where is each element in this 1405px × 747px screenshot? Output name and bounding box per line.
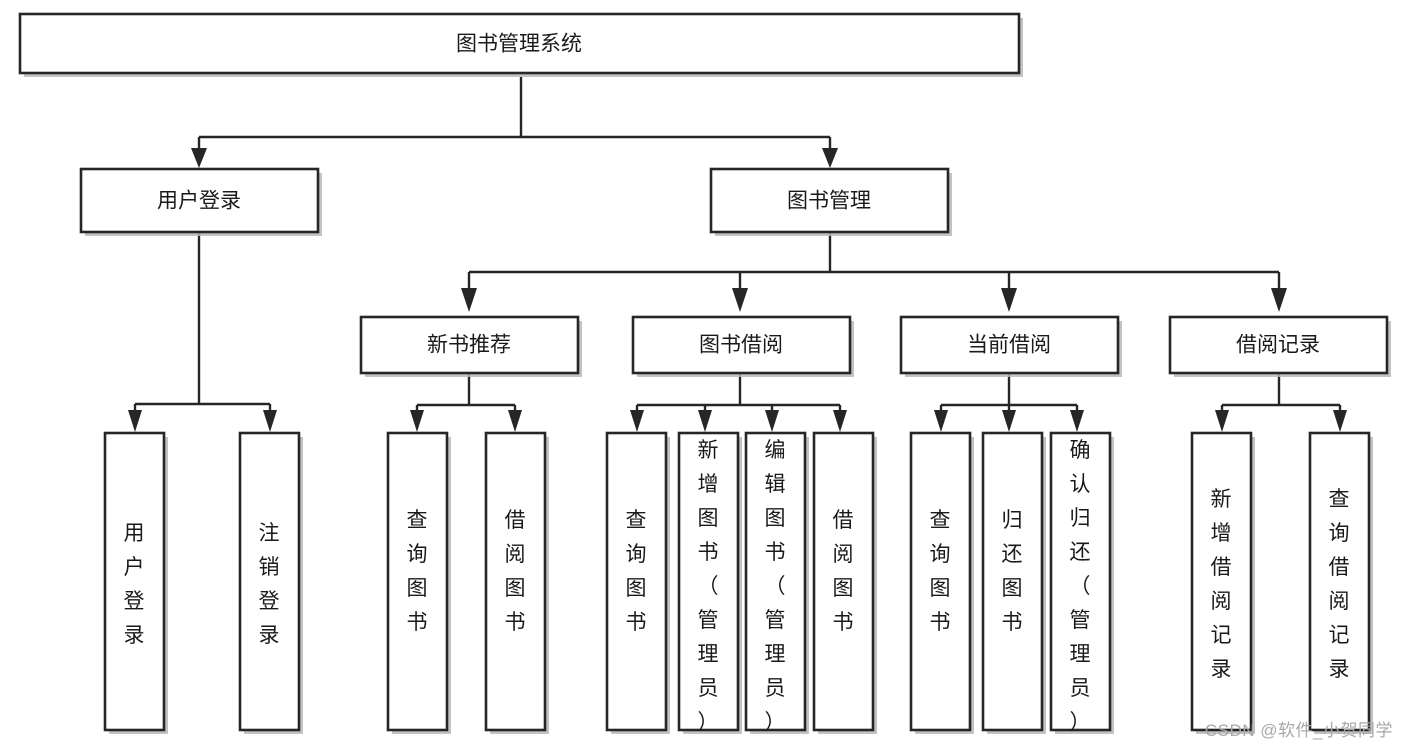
leaf-query-book-3-label: 查询图书 <box>930 509 951 634</box>
leaf-logout-rect <box>238 431 301 732</box>
node-borrow-record[interactable]: 借阅记录 <box>1168 315 1391 377</box>
leaf-query-record-label: 查询借阅记录 <box>1329 488 1350 681</box>
node-new-book-recommend-label: 新书推荐 <box>427 334 511 357</box>
node-book-management[interactable]: 图书管理 <box>709 167 952 236</box>
arrowhead-leaf-add-book <box>698 410 712 432</box>
leaf-user-login-label: 用户登录 <box>124 522 145 647</box>
leaf-borrow-book-2-rect <box>812 431 875 732</box>
arrowhead-current <box>1001 288 1017 312</box>
arrowhead-leaf-borrow-book-1 <box>508 410 522 432</box>
leaf-user-login-rect <box>103 431 166 732</box>
leaf-query-book-2-label: 查询图书 <box>626 509 647 634</box>
leaf-query-book-1[interactable]: 查询图书 <box>386 431 451 734</box>
arrowhead-leaf-query-book-2 <box>630 410 644 432</box>
leaf-query-record[interactable]: 查询借阅记录 <box>1308 431 1373 734</box>
leaf-query-book-2-rect <box>605 431 668 732</box>
node-current-borrow-rect <box>899 315 1120 375</box>
arrowhead-book-mgmt <box>822 148 838 168</box>
leaf-query-record-rect <box>1308 431 1371 732</box>
leaf-edit-book-label: 编辑图书（管理员） <box>765 439 786 734</box>
node-book-borrow[interactable]: 图书借阅 <box>631 315 854 377</box>
leaf-borrow-book-2[interactable]: 借阅图书 <box>812 431 877 734</box>
node-book-management-rect <box>709 167 950 234</box>
leaf-user-login[interactable]: 用户登录 <box>103 431 168 734</box>
arrowhead-leaf-user-login <box>128 410 142 432</box>
leaf-add-record-rect <box>1190 431 1253 732</box>
arrowhead-leaf-return-book <box>1002 410 1016 432</box>
arrowhead-leaf-edit-book <box>765 410 779 432</box>
leaf-return-book[interactable]: 归还图书 <box>981 431 1046 734</box>
leaf-query-book-3[interactable]: 查询图书 <box>909 431 974 734</box>
arrowhead-borrow <box>732 288 748 312</box>
leaf-borrow-book-1-label: 借阅图书 <box>505 509 526 634</box>
leaf-return-book-rect <box>981 431 1044 732</box>
arrowhead-leaf-query-book-1 <box>410 410 424 432</box>
node-book-borrow-rect <box>631 315 852 375</box>
node-borrow-record-rect <box>1168 315 1389 375</box>
leaf-add-record[interactable]: 新增借阅记录 <box>1190 431 1255 734</box>
leaf-add-book-rect <box>677 431 740 732</box>
node-root[interactable]: 图书管理系统 <box>18 12 1023 77</box>
node-root-label: 图书管理系统 <box>456 33 582 56</box>
leaf-add-record-label: 新增借阅记录 <box>1211 488 1232 681</box>
arrowhead-record <box>1271 288 1287 312</box>
arrowhead-leaf-borrow-book-2 <box>833 410 847 432</box>
leaf-logout[interactable]: 注销登录 <box>238 431 303 734</box>
node-current-borrow-label: 当前借阅 <box>967 334 1051 357</box>
node-book-management-label: 图书管理 <box>787 190 871 213</box>
node-new-book-recommend[interactable]: 新书推荐 <box>359 315 582 377</box>
arrowhead-leaf-query-record <box>1333 410 1347 432</box>
node-user-login[interactable]: 用户登录 <box>79 167 322 236</box>
arrowhead-leaf-add-record <box>1215 410 1229 432</box>
leaf-edit-book[interactable]: 编辑图书（管理员） <box>744 431 809 734</box>
arrowhead-new-book <box>461 288 477 312</box>
arrowhead-leaf-query-book-3 <box>934 410 948 432</box>
node-user-login-rect <box>79 167 320 234</box>
arrowhead-user-login <box>191 148 207 168</box>
arrowhead-leaf-logout <box>263 410 277 432</box>
leaf-confirm-return-rect <box>1049 431 1112 732</box>
node-user-login-label: 用户登录 <box>157 190 241 213</box>
leaf-logout-label: 注销登录 <box>259 522 280 647</box>
node-book-borrow-label: 图书借阅 <box>699 334 783 357</box>
leaf-confirm-return[interactable]: 确认归还（管理员） <box>1049 431 1114 734</box>
leaf-borrow-book-2-label: 借阅图书 <box>833 509 854 634</box>
leaf-query-book-1-label: 查询图书 <box>407 509 428 634</box>
node-new-book-recommend-rect <box>359 315 580 375</box>
leaf-add-book-label: 新增图书（管理员） <box>698 439 719 734</box>
leaf-borrow-book-1-rect <box>484 431 547 732</box>
node-borrow-record-label: 借阅记录 <box>1236 334 1320 357</box>
leaf-borrow-book-1[interactable]: 借阅图书 <box>484 431 549 734</box>
leaf-edit-book-rect <box>744 431 807 732</box>
node-root-rect <box>18 12 1021 75</box>
arrowhead-leaf-confirm-return <box>1070 410 1084 432</box>
watermark-text: CSDN @软件_小贺同学 <box>1204 721 1393 740</box>
leaf-query-book-2[interactable]: 查询图书 <box>605 431 670 734</box>
leaf-query-book-1-rect <box>386 431 449 732</box>
leaf-add-book[interactable]: 新增图书（管理员） <box>677 431 742 734</box>
leaf-confirm-return-label: 确认归还（管理员） <box>1070 439 1091 734</box>
node-current-borrow[interactable]: 当前借阅 <box>899 315 1122 377</box>
leaf-query-book-3-rect <box>909 431 972 732</box>
leaf-return-book-label: 归还图书 <box>1002 509 1023 634</box>
connectors-layer <box>128 77 1347 432</box>
